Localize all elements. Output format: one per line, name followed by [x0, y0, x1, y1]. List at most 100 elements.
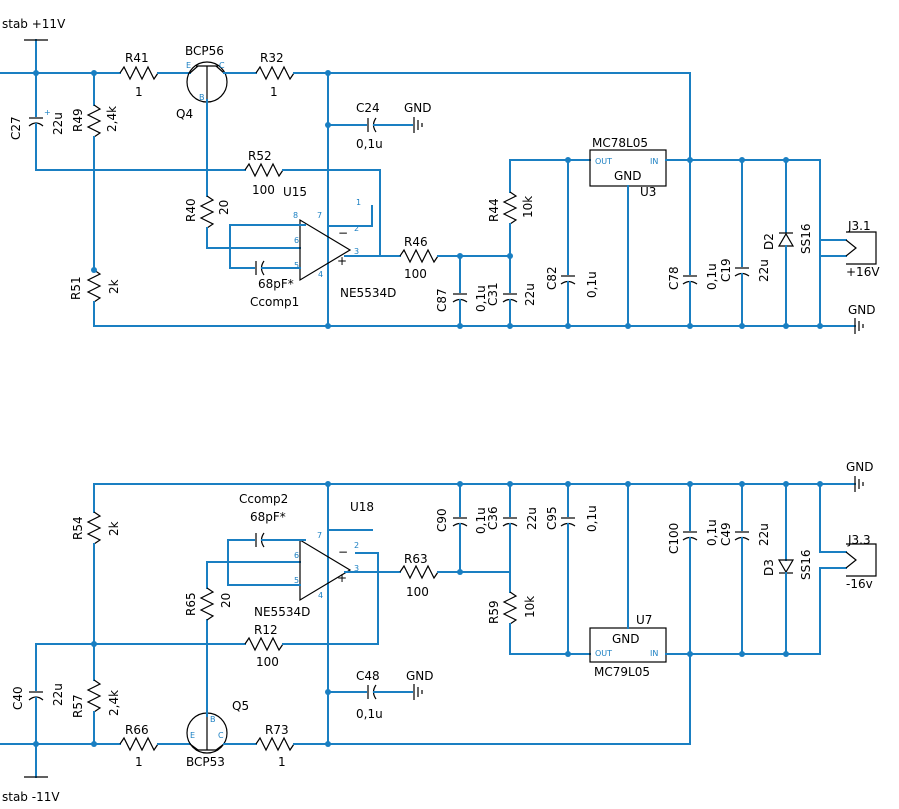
svg-text:C31: C31 — [486, 282, 500, 306]
capacitor-C24: C24 0,1u GND — [325, 72, 432, 327]
svg-text:1: 1 — [356, 198, 361, 207]
svg-text:4: 4 — [318, 591, 323, 600]
svg-text:R49: R49 — [71, 108, 85, 132]
svg-text:IN: IN — [650, 157, 658, 166]
svg-text:R12: R12 — [254, 623, 278, 637]
svg-text:U18: U18 — [350, 500, 374, 514]
svg-text:D2: D2 — [762, 233, 776, 250]
capacitor-C100: C100 0,1u — [667, 483, 719, 655]
svg-text:OUT: OUT — [595, 157, 612, 166]
negative-regulator-section: GND R54 2k R57 2,4k — [0, 460, 877, 804]
svg-text:+: + — [44, 108, 51, 117]
resistor-R46: R46 100 — [399, 235, 513, 281]
resistor-R73: R73 1 — [223, 723, 691, 769]
svg-text:C19: C19 — [719, 258, 733, 282]
svg-text:7: 7 — [317, 211, 322, 220]
svg-text:100: 100 — [406, 585, 429, 599]
svg-text:22u: 22u — [51, 683, 65, 706]
svg-text:3: 3 — [354, 564, 359, 573]
svg-text:C90: C90 — [435, 508, 449, 532]
svg-text:C48: C48 — [356, 669, 380, 683]
svg-text:GND: GND — [406, 669, 434, 683]
connector-J3-3: J3.3 -16v — [819, 483, 877, 655]
svg-text:SS16: SS16 — [799, 223, 813, 254]
svg-text:2k: 2k — [107, 279, 121, 294]
svg-text:7: 7 — [317, 531, 322, 540]
svg-text:22u: 22u — [757, 523, 771, 546]
opamp-U15: U15 NE5534D 8 6 5 7 1 2 3 4 − + 68pF* Cc… — [229, 185, 401, 309]
svg-text:C40: C40 — [11, 686, 25, 710]
capacitor-C48: C48 0,1u GND — [325, 483, 434, 745]
neg-input-rail: stab -11V — [0, 741, 121, 804]
svg-text:R51: R51 — [69, 276, 83, 300]
svg-text:MC79L05: MC79L05 — [594, 665, 650, 679]
svg-text:R59: R59 — [487, 600, 501, 624]
resistor-R65: R65 20 — [184, 561, 301, 621]
resistor-R41: R41 1 — [93, 51, 191, 99]
svg-text:SS16: SS16 — [799, 549, 813, 580]
svg-text:22u: 22u — [523, 283, 537, 306]
svg-text:0,1u: 0,1u — [356, 707, 383, 721]
svg-text:E: E — [190, 731, 195, 740]
resistor-R40: R40 20 — [184, 195, 301, 249]
neg-rail-label: stab -11V — [2, 790, 60, 804]
capacitor-C27: C27 22u + — [9, 72, 65, 171]
svg-text:R40: R40 — [184, 198, 198, 222]
svg-text:Q5: Q5 — [232, 699, 249, 713]
svg-text:22u: 22u — [525, 507, 539, 530]
svg-text:GND: GND — [846, 460, 874, 474]
svg-text:R44: R44 — [487, 198, 501, 222]
svg-text:Ccomp1: Ccomp1 — [250, 295, 299, 309]
svg-text:BCP56: BCP56 — [185, 44, 224, 58]
pos-gnd-rail: GND — [93, 303, 876, 334]
svg-text:8: 8 — [293, 211, 298, 220]
svg-text:3: 3 — [354, 247, 359, 256]
svg-text:0,1u: 0,1u — [356, 137, 383, 151]
svg-text:−: − — [338, 545, 348, 559]
svg-text:4: 4 — [318, 270, 323, 279]
svg-text:68pF*: 68pF* — [250, 510, 286, 524]
svg-text:2,4k: 2,4k — [105, 106, 119, 132]
diode-D2: D2 SS16 — [762, 159, 813, 327]
svg-text:GND: GND — [848, 303, 876, 317]
svg-text:20: 20 — [219, 593, 233, 608]
svg-text:1: 1 — [270, 85, 278, 99]
svg-text:6: 6 — [294, 236, 299, 245]
capacitor-C40: C40 22u — [11, 643, 65, 745]
transistor-Q5: BCP53 Q5 E C B — [186, 699, 249, 769]
svg-text:U7: U7 — [636, 613, 652, 627]
capacitor-C31: C31 22u — [486, 255, 537, 327]
svg-text:C: C — [219, 61, 225, 70]
svg-text:+16V: +16V — [846, 265, 880, 279]
resistor-R51: R51 2k — [69, 267, 121, 327]
svg-text:1: 1 — [135, 755, 143, 769]
resistor-R63: R63 100 — [399, 552, 511, 599]
svg-text:0,1u: 0,1u — [705, 519, 719, 546]
svg-text:20: 20 — [217, 200, 231, 215]
capacitor-C82: C82 0,1u — [545, 159, 599, 327]
svg-text:U15: U15 — [283, 185, 307, 199]
svg-text:C49: C49 — [719, 522, 733, 546]
svg-text:0,1u: 0,1u — [585, 271, 599, 298]
svg-text:100: 100 — [252, 183, 275, 197]
svg-text:GND: GND — [612, 632, 640, 646]
svg-text:R73: R73 — [265, 723, 289, 737]
svg-text:OUT: OUT — [595, 649, 612, 658]
resistor-R44: R44 10k — [487, 159, 535, 257]
svg-text:5: 5 — [294, 261, 299, 270]
svg-text:R66: R66 — [125, 723, 149, 737]
regulator-U7: GND OUT IN U7 MC79L05 — [589, 483, 821, 679]
svg-text:0,1u: 0,1u — [474, 507, 488, 534]
resistor-R12: R12 100 — [244, 552, 379, 669]
svg-text:R46: R46 — [404, 235, 428, 249]
pos-rail-label: stab +11V — [2, 17, 66, 31]
svg-text:C78: C78 — [667, 266, 681, 290]
svg-text:1: 1 — [135, 85, 143, 99]
svg-text:R54: R54 — [71, 516, 85, 540]
svg-text:R57: R57 — [71, 694, 85, 718]
svg-text:R65: R65 — [184, 592, 198, 616]
svg-text:C100: C100 — [667, 523, 681, 554]
svg-text:R41: R41 — [125, 51, 149, 65]
connector-J3-1: J3.1 +16V — [819, 159, 880, 327]
svg-text:B: B — [210, 715, 216, 724]
